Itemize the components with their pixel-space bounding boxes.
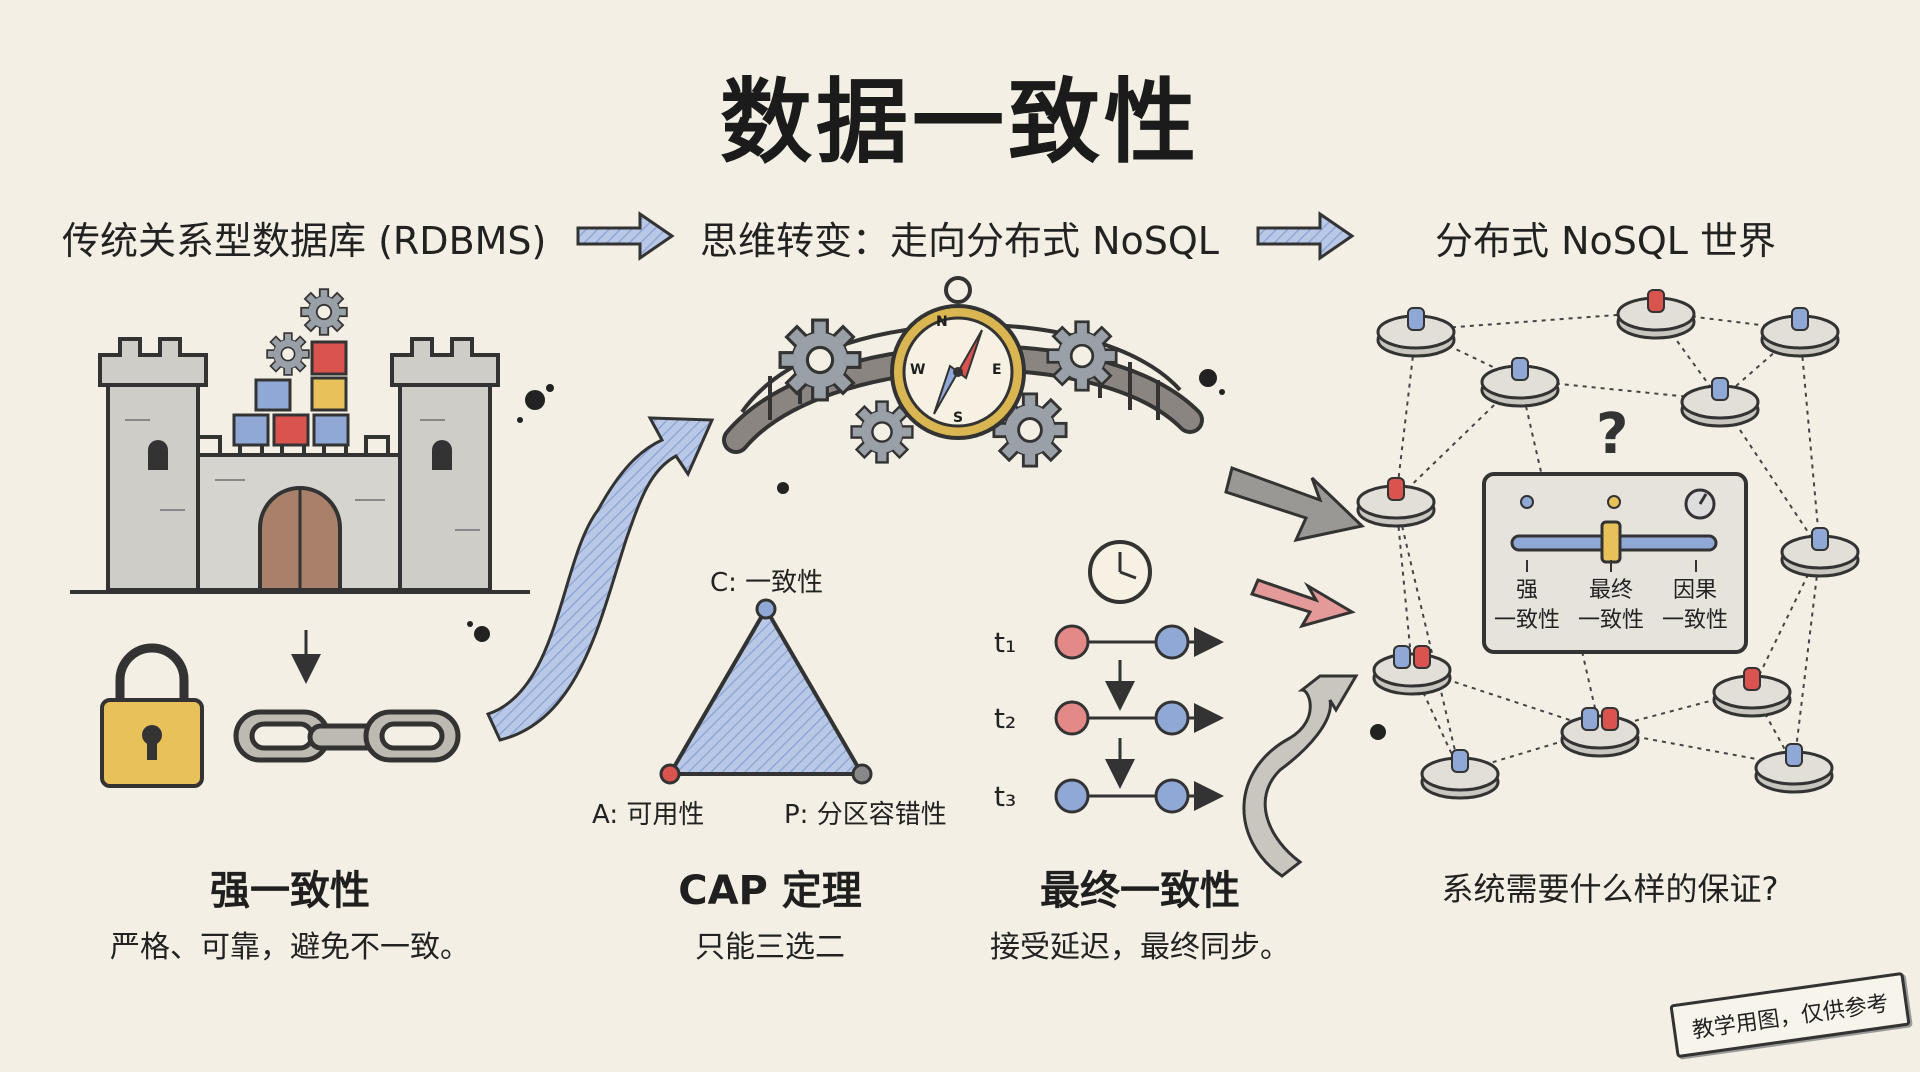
compass-icon (890, 276, 1026, 440)
timeline-t1: t₁ (994, 626, 1017, 659)
transition-arrow (485, 416, 715, 742)
lock-icon (100, 643, 204, 788)
network-node-icon (1754, 743, 1834, 794)
header-arrow-2 (1256, 211, 1355, 261)
ink-splats (467, 369, 1386, 740)
network-node-icon (1560, 707, 1640, 758)
network-node-icon (1356, 477, 1436, 528)
strong-consistency-desc: 严格、可靠，避免不一致。 (110, 930, 470, 965)
cap-theorem-desc: 只能三选二 (695, 930, 845, 965)
question-mark: ? (1596, 402, 1629, 467)
chain-icon (233, 709, 461, 763)
network-nodes (1356, 289, 1860, 800)
eventual-consistency-desc: 接受延迟，最终同步。 (990, 930, 1290, 965)
network-node-icon (1420, 749, 1500, 800)
compass-w: W (910, 362, 926, 378)
slider-panel-icon (1482, 472, 1748, 654)
strong-consistency-title: 强一致性 (210, 868, 370, 914)
header-arrow-1 (576, 211, 675, 261)
network-node-icon (1376, 307, 1456, 358)
compass-s: S (953, 410, 964, 426)
header-shift: 思维转变：走向分布式 NoSQL (700, 219, 1219, 263)
network-node-icon (1780, 527, 1860, 578)
network-node-icon (1480, 357, 1560, 408)
network-node-icon (1372, 645, 1452, 696)
network-node-icon (1760, 307, 1840, 358)
header-rdbms: 传统关系型数据库 (RDBMS) (62, 219, 547, 263)
castle-icon (70, 288, 530, 594)
slider-label-strong: 强一致性 (1493, 578, 1560, 633)
world-question: 系统需要什么样的保证? (1441, 870, 1779, 908)
network-node-icon (1616, 289, 1696, 340)
header-nosql: 分布式 NoSQL 世界 (1435, 219, 1777, 263)
cap-theorem-title: CAP 定理 (678, 868, 862, 914)
cap-triangle (659, 598, 873, 785)
timeline (1054, 624, 1224, 814)
cap-vertex-c: C: 一致性 (710, 568, 824, 598)
timeline-t2: t₂ (994, 702, 1017, 735)
cap-vertex-p: P: 分区容错性 (784, 800, 947, 830)
page-title: 数据一致性 (719, 69, 1200, 176)
compass-n: N (936, 314, 948, 330)
split-arrows (1224, 466, 1366, 878)
slider-label-causal: 因果一致性 (1661, 578, 1728, 633)
compass-e: E (992, 362, 1002, 378)
network-node-icon (1712, 667, 1792, 718)
slider-label-eventual: 最终一致性 (1577, 578, 1644, 633)
timeline-t3: t₃ (994, 780, 1017, 813)
eventual-consistency-title: 最终一致性 (1040, 868, 1240, 914)
clock-icon (1088, 540, 1152, 604)
network-node-icon (1680, 377, 1760, 428)
cap-vertex-a: A: 可用性 (592, 800, 705, 830)
